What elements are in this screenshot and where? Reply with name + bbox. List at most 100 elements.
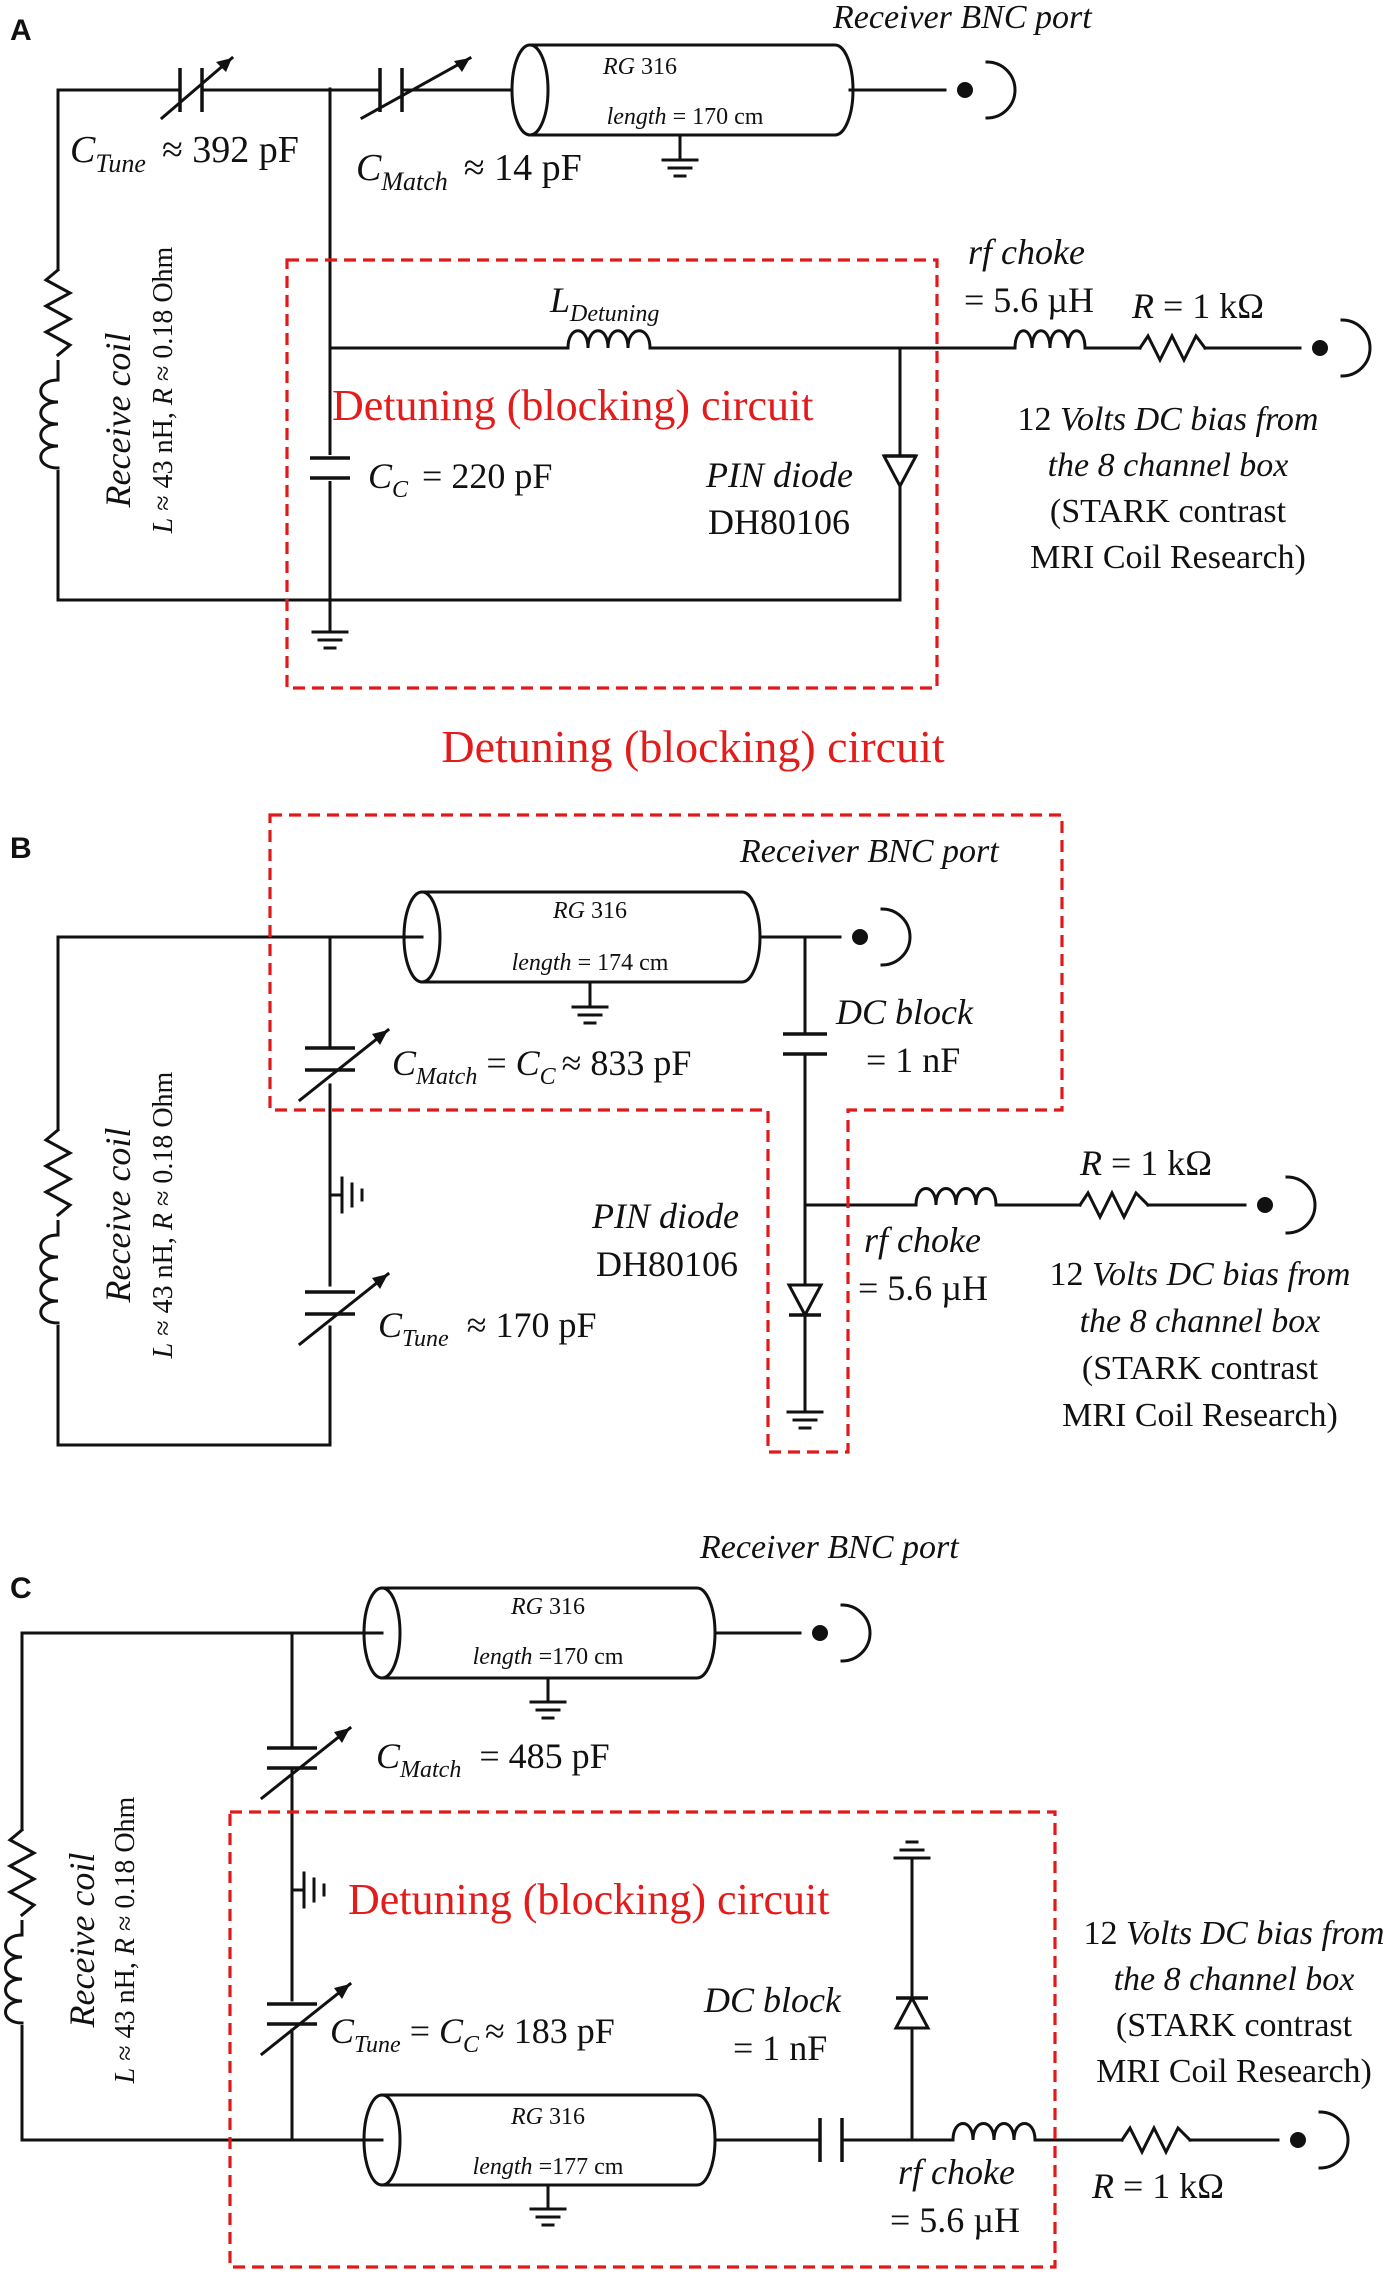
cmatch-capacitor-c (259, 1725, 353, 1801)
ground-icon (311, 618, 349, 650)
detuning-circuit-label: Detuning (blocking) circuit (332, 381, 813, 430)
cmatch-capacitor-b (297, 1027, 391, 1103)
ground-icon (893, 1840, 931, 1872)
ground-icon (328, 1176, 364, 1214)
receive-coil-label: Receive coil (62, 1853, 102, 2029)
dc-block-label: DC block (835, 992, 974, 1032)
cable-length-label: length =170 cm (473, 1644, 624, 1670)
panel-c-letter: C (10, 1572, 32, 1605)
coil-params-label: L ≈ 43 nH, R ≈ 0.18 Ohm (148, 246, 179, 534)
bias-line-4: MRI Coil Research) (1030, 539, 1306, 576)
cc-label: CC= 220 pF (368, 456, 552, 503)
pin-diode-model: DH80106 (596, 1244, 738, 1284)
coax-cable-b (402, 890, 762, 1025)
receive-coil-b (39, 1127, 74, 1325)
cmatch-label: CMatch = CC≈ 833 pF (392, 1043, 691, 1090)
panel-a-letter: A (10, 14, 32, 47)
resistor-label: R = 1 kΩ (1131, 286, 1264, 326)
pin-diode-c (893, 1994, 931, 2030)
bias-bnc-port-icon (1255, 1175, 1317, 1235)
pin-diode-label: PIN diode (591, 1196, 739, 1236)
bnc-port-icon (810, 1603, 872, 1663)
cc-capacitor-a (310, 455, 350, 481)
bias-line-2: the 8 channel box (1048, 447, 1289, 484)
cable-length-label: length =177 cm (473, 2154, 624, 2180)
dc-block-capacitor-b (783, 1032, 827, 1056)
ctune-label: CTune = CC≈ 183 pF (330, 2011, 615, 2058)
receive-coil-label: Receive coil (98, 333, 138, 509)
bnc-label: Receiver BNC port (739, 833, 1000, 870)
bnc-port-icon (955, 60, 1017, 120)
bias-bnc-port-icon (1310, 318, 1372, 378)
detuning-circuit-label: Detuning (blocking) circuit (348, 1875, 829, 1924)
cable-length-label: length = 170 cm (607, 104, 764, 130)
panel-b-letter: B (10, 832, 32, 865)
panel-c: C (4, 1529, 1385, 2269)
panel-a: A (10, 0, 1372, 772)
cmatch-label: CMatch≈ 14 pF (356, 147, 582, 196)
dc-block-label: DC block (703, 1980, 842, 2020)
bias-line-2: the 8 channel box (1080, 1303, 1321, 1340)
dc-block-value: = 1 nF (866, 1040, 960, 1080)
detuning-box-a (285, 258, 939, 690)
cable-name-label: RG 316 (602, 54, 677, 80)
dc-block-capacitor-c (818, 2118, 844, 2162)
bias-line-1: 12 Volts DC bias from (1049, 1256, 1350, 1293)
bias-line-1: 12 Volts DC bias from (1017, 401, 1318, 438)
cmatch-label: CMatch= 485 pF (376, 1736, 610, 1783)
bnc-label: Receiver BNC port (832, 0, 1093, 36)
cable-length-label: length = 174 cm (512, 950, 669, 976)
ctune-capacitor-a (159, 55, 235, 121)
rf-choke-label: rf choke (968, 232, 1085, 272)
pin-diode-a (881, 454, 919, 490)
coil-params-label: L ≈ 43 nH, R ≈ 0.18 Ohm (148, 1071, 179, 1359)
cable-name-label: RG 316 (552, 898, 627, 924)
bias-resistor-a (1137, 332, 1208, 364)
l-detuning-inductor-a (566, 329, 652, 350)
receive-coil-a (39, 267, 74, 470)
bias-line-4: MRI Coil Research) (1062, 1397, 1338, 1434)
bias-line-3: (STARK contrast (1082, 1350, 1319, 1387)
detuning-box-c (228, 1810, 1057, 2269)
ctune-capacitor-c (259, 1981, 353, 2057)
rf-choke-a (1013, 329, 1087, 350)
coax-cable-c-bottom (362, 2093, 717, 2227)
bias-line-2: the 8 channel box (1114, 1961, 1355, 1998)
bias-line-4: MRI Coil Research) (1096, 2053, 1372, 2090)
bias-line-3: (STARK contrast (1116, 2007, 1353, 2044)
bias-line-1: 12 Volts DC bias from (1083, 1915, 1384, 1952)
coil-params-label: L ≈ 43 nH, R ≈ 0.18 Ohm (110, 1796, 141, 2084)
rf-choke-c (951, 2122, 1037, 2142)
bias-line-3: (STARK contrast (1050, 493, 1287, 530)
resistor-label: R = 1 kΩ (1079, 1143, 1212, 1183)
cable-name-label: RG 316 (510, 2104, 585, 2130)
cmatch-capacitor-a (359, 55, 473, 121)
bnc-port-icon (850, 907, 912, 967)
ground-icon (290, 1871, 326, 1909)
receive-coil-label: Receive coil (98, 1128, 138, 1304)
rf-choke-value: = 5.6 µH (964, 280, 1094, 320)
detuning-caption: Detuning (blocking) circuit (441, 721, 945, 772)
ctune-capacitor-b (297, 1271, 391, 1347)
coax-cable-a (510, 43, 855, 178)
rf-choke-value: = 5.6 µH (858, 1268, 988, 1308)
coax-cable-c-top (362, 1586, 717, 1720)
bias-resistor-b (1077, 1189, 1151, 1221)
ctune-label: CTune≈ 170 pF (378, 1305, 596, 1352)
ctune-label: CTune≈ 392 pF (70, 129, 299, 178)
l-detuning-label: LDetuning (549, 280, 659, 327)
bias-bnc-port-icon (1288, 2110, 1350, 2170)
pin-diode-label: PIN diode (705, 455, 853, 495)
bias-resistor-c (1119, 2124, 1193, 2156)
dc-block-value: = 1 nF (733, 2028, 827, 2068)
cable-name-label: RG 316 (510, 1594, 585, 1620)
rf-choke-label: rf choke (898, 2152, 1015, 2192)
pin-diode-model: DH80106 (708, 502, 850, 542)
panel-b: B (10, 813, 1351, 1454)
resistor-label: R = 1 kΩ (1091, 2166, 1224, 2206)
pin-diode-b (786, 1283, 824, 1319)
rf-choke-label: rf choke (864, 1220, 981, 1260)
rf-choke-value: = 5.6 µH (890, 2200, 1020, 2240)
receive-coil-c (4, 1827, 38, 2025)
bnc-label: Receiver BNC port (699, 1529, 960, 1566)
